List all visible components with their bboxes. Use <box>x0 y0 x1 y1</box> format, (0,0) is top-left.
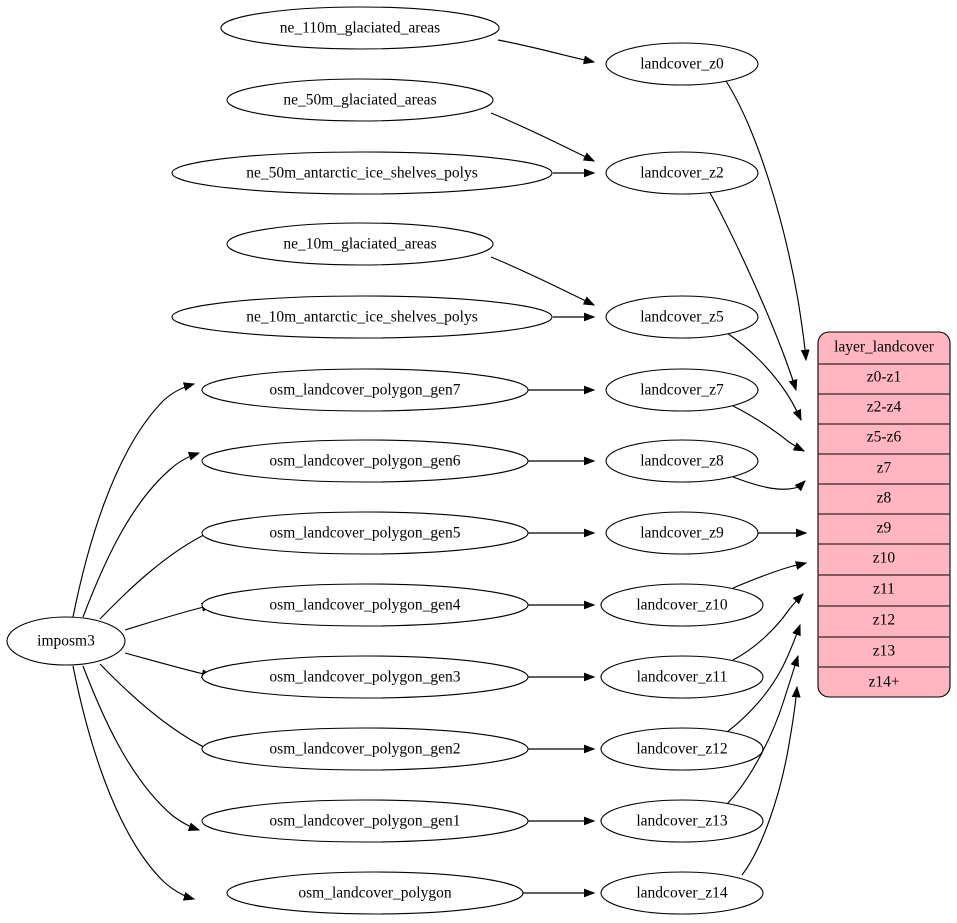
edge-z7-to-row-z7 <box>732 405 804 451</box>
node-ne_110m_glaciated_areas[interactable]: ne_110m_glaciated_areas <box>220 6 500 50</box>
node-shape[interactable] <box>220 6 500 50</box>
node-shape[interactable] <box>605 439 759 483</box>
node-shape[interactable] <box>600 727 764 771</box>
node-osm_landcover_polygon_gen6[interactable]: osm_landcover_polygon_gen6 <box>201 439 529 483</box>
edge-z2-to-row-z2z4 <box>708 190 796 390</box>
node-shape[interactable] <box>605 368 759 412</box>
node-landcover_z13[interactable]: landcover_z13 <box>600 799 764 843</box>
node-shape[interactable] <box>600 799 764 843</box>
node-landcover_z5[interactable]: landcover_z5 <box>605 295 759 339</box>
node-shape[interactable] <box>226 871 524 915</box>
node-shape[interactable] <box>201 655 529 699</box>
edge-z10-to-row-z10 <box>732 563 806 589</box>
edge-imposm3-to-gen7 <box>72 384 194 618</box>
node-landcover_z8[interactable]: landcover_z8 <box>605 439 759 483</box>
node-shape[interactable] <box>605 511 759 555</box>
edge-imposm3-to-polygon <box>72 665 194 899</box>
node-shape[interactable] <box>201 368 529 412</box>
edge-z14-to-row-z14plus <box>741 687 797 876</box>
edge-z13-to-row-z13 <box>726 656 798 805</box>
node-shape[interactable] <box>201 583 529 627</box>
node-imposm3[interactable]: imposm3 <box>6 616 126 666</box>
edge-z11-to-row-z11 <box>732 594 803 661</box>
edge-imposm3-to-gen1 <box>82 665 199 830</box>
edge-ne50glac-to-z2 <box>490 112 594 161</box>
node-landcover_z11[interactable]: landcover_z11 <box>600 655 764 699</box>
node-shape[interactable] <box>201 511 529 555</box>
node-osm_landcover_polygon_gen1[interactable]: osm_landcover_polygon_gen1 <box>201 799 529 843</box>
node-shape[interactable] <box>171 151 553 195</box>
edge-imposm3-to-gen3 <box>124 652 212 676</box>
node-shape[interactable] <box>600 583 764 627</box>
node-osm_landcover_polygon_gen2[interactable]: osm_landcover_polygon_gen2 <box>201 727 529 771</box>
node-shape[interactable] <box>605 295 759 339</box>
node-osm_landcover_polygon_gen7[interactable]: osm_landcover_polygon_gen7 <box>201 368 529 412</box>
node-shape[interactable] <box>226 222 494 266</box>
node-shape[interactable] <box>201 727 529 771</box>
landcover-nodes: landcover_z0 landcover_z2 landcover_z5 l… <box>600 42 764 915</box>
edge-z8-to-row-z8 <box>732 476 805 489</box>
node-shape[interactable] <box>605 42 759 86</box>
edge-ne110-to-z0 <box>497 39 594 62</box>
edge-imposm3-to-gen4 <box>124 605 212 631</box>
edges-layer <box>72 39 806 899</box>
node-osm_landcover_polygon_gen4[interactable]: osm_landcover_polygon_gen4 <box>201 583 529 627</box>
node-ne_10m_glaciated_areas[interactable]: ne_10m_glaciated_areas <box>226 222 494 266</box>
node-osm_landcover_polygon_gen3[interactable]: osm_landcover_polygon_gen3 <box>201 655 529 699</box>
natural-earth-nodes: ne_110m_glaciated_areas ne_50m_glaciated… <box>171 6 553 339</box>
node-shape[interactable] <box>201 439 529 483</box>
edge-z12-to-row-z12 <box>726 625 800 733</box>
node-landcover_z9[interactable]: landcover_z9 <box>605 511 759 555</box>
node-shape[interactable] <box>171 295 553 339</box>
node-shape[interactable] <box>226 78 494 122</box>
node-shape[interactable] <box>605 151 759 195</box>
node-shape[interactable] <box>6 616 126 666</box>
layer-landcover-record[interactable]: layer_landcover z0-z1 z2-z4 z5-z6 z7 z8 … <box>817 331 951 698</box>
edge-imposm3-to-gen6 <box>82 453 199 618</box>
node-ne_50m_antarctic_ice_shelves_polys[interactable]: ne_50m_antarctic_ice_shelves_polys <box>171 151 553 195</box>
node-shape[interactable] <box>600 655 764 699</box>
node-landcover_z0[interactable]: landcover_z0 <box>605 42 759 86</box>
node-ne_10m_antarctic_ice_shelves_polys[interactable]: ne_10m_antarctic_ice_shelves_polys <box>171 295 553 339</box>
node-osm_landcover_polygon[interactable]: osm_landcover_polygon <box>226 871 524 915</box>
node-landcover_z14[interactable]: landcover_z14 <box>600 871 764 915</box>
edge-ne10glac-to-z5 <box>490 256 594 305</box>
node-osm_landcover_polygon_gen5[interactable]: osm_landcover_polygon_gen5 <box>201 511 529 555</box>
node-shape[interactable] <box>600 871 764 915</box>
edge-z5-to-row-z5z6 <box>726 332 802 420</box>
node-landcover_z12[interactable]: landcover_z12 <box>600 727 764 771</box>
node-ne_50m_glaciated_areas[interactable]: ne_50m_glaciated_areas <box>226 78 494 122</box>
edge-z0-to-row-z0z1 <box>725 80 806 360</box>
node-landcover_z7[interactable]: landcover_z7 <box>605 368 759 412</box>
node-landcover_z2[interactable]: landcover_z2 <box>605 151 759 195</box>
node-shape[interactable] <box>201 799 529 843</box>
node-landcover_z10[interactable]: landcover_z10 <box>600 583 764 627</box>
osm-nodes: osm_landcover_polygon_gen7 osm_landcover… <box>201 368 529 915</box>
